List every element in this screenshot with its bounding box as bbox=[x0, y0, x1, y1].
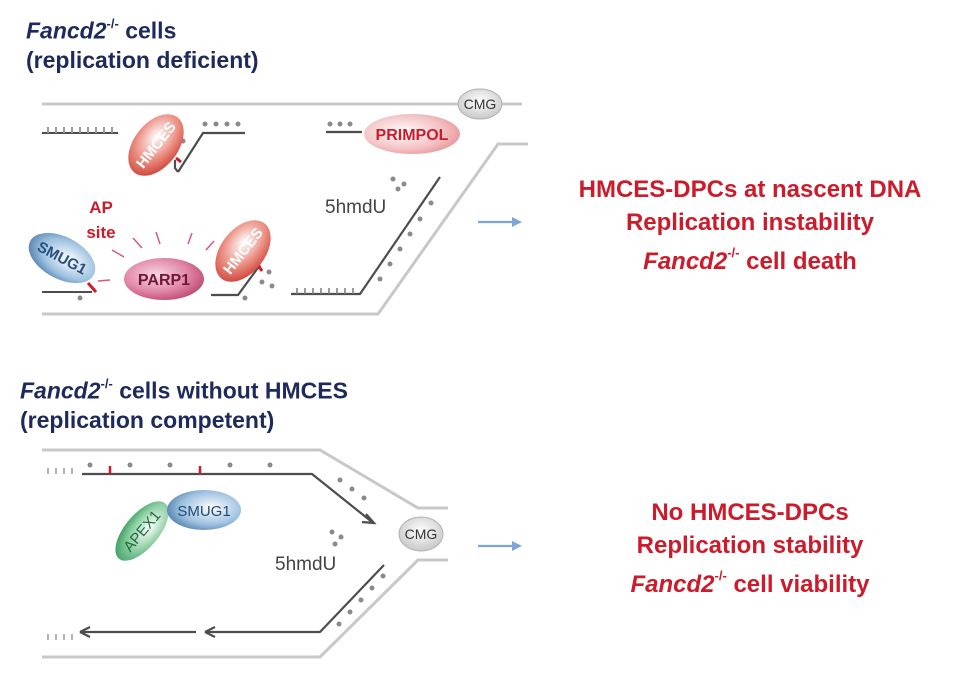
bottom-result-arrow bbox=[478, 541, 522, 551]
cmg-label-top: CMG bbox=[464, 96, 497, 112]
top-result-arrow bbox=[478, 217, 522, 227]
bottom-title-gene: Fancd2 bbox=[20, 377, 101, 404]
primpol-protein bbox=[364, 114, 460, 154]
top-5hmdu-dots bbox=[77, 121, 434, 301]
top-panel: CMG PRIMPOL HMCES HMCES SMUG1 PARP1 AP s… bbox=[28, 88, 528, 316]
top-title-sup: -/- bbox=[106, 16, 119, 31]
top-parental-strand-lower bbox=[42, 142, 528, 316]
bottom-result-text: No HMCES-DPCs Replication stability Fanc… bbox=[540, 496, 960, 601]
top-title-rest: cells bbox=[118, 17, 177, 44]
top-result-rest: cell death bbox=[739, 248, 857, 275]
5hmdu-label-top: 5hmdU bbox=[325, 197, 386, 218]
hmces-protein-2 bbox=[215, 220, 271, 282]
ap-site-mark-2 bbox=[175, 156, 182, 164]
bottom-result-line3: Fancd2-/- cell viability bbox=[540, 562, 960, 601]
bottom-title-rest: cells without HMCES bbox=[112, 377, 348, 404]
bottom-result-rest: cell viability bbox=[726, 571, 870, 598]
cmg-helicase-top bbox=[457, 88, 503, 120]
top-result-line3: Fancd2-/- cell death bbox=[540, 239, 960, 278]
primpol-label: PRIMPOL bbox=[376, 127, 449, 144]
smug1-label-bottom: SMUG1 bbox=[177, 503, 230, 520]
bottom-result-gene: Fancd2 bbox=[630, 571, 715, 598]
ap-site-mark-1 bbox=[86, 282, 98, 293]
top-result-text: HMCES-DPCs at nascent DNA Replication in… bbox=[540, 173, 960, 278]
bottom-parental-strand-lower bbox=[42, 558, 448, 659]
bottom-title-sup: -/- bbox=[100, 376, 113, 391]
top-title-gene: Fancd2 bbox=[26, 17, 107, 44]
top-result-line1: HMCES-DPCs at nascent DNA bbox=[578, 176, 922, 203]
bottom-result-sup: -/- bbox=[714, 568, 727, 583]
top-nascent-lagging bbox=[291, 176, 441, 296]
ap-label: AP bbox=[89, 198, 113, 217]
bottom-nascent-lagging bbox=[47, 564, 385, 640]
smug1-protein-bottom bbox=[167, 490, 241, 530]
top-nascent-fragment-4 bbox=[211, 264, 261, 297]
top-result-gene: Fancd2 bbox=[643, 248, 728, 275]
smug1-protein-top bbox=[28, 232, 96, 284]
bottom-parental-strand-upper bbox=[42, 448, 448, 510]
site-label: site bbox=[86, 223, 115, 242]
bottom-panel-title: Fancd2-/- cells without HMCES (replicati… bbox=[20, 371, 348, 435]
cmg-label-bottom: CMG bbox=[405, 526, 438, 542]
hmces-protein-1 bbox=[128, 114, 184, 176]
top-result-line2: Replication instability bbox=[625, 209, 875, 236]
bottom-nascent-leading bbox=[47, 468, 377, 525]
parp1-protein bbox=[124, 258, 204, 300]
cmg-helicase-bottom bbox=[398, 516, 444, 552]
top-panel-title: Fancd2-/- cells (replication deficient) bbox=[26, 11, 259, 75]
bottom-panel-subtitle: (replication competent) bbox=[20, 406, 275, 433]
top-result-sup: -/- bbox=[727, 245, 740, 260]
parp1-rays bbox=[97, 231, 215, 282]
top-panel-subtitle: (replication deficient) bbox=[26, 46, 259, 73]
5hmdu-label-bottom: 5hmdU bbox=[275, 554, 336, 575]
parp1-label: PARP1 bbox=[138, 272, 190, 289]
bottom-panel: CMG APEX1 SMUG1 5hmdU bbox=[42, 448, 522, 659]
bottom-result-line1: No HMCES-DPCs bbox=[651, 499, 849, 526]
top-nascent-fragment-2 bbox=[173, 131, 245, 173]
apex1-protein bbox=[115, 501, 169, 561]
top-nascent-fragment-1 bbox=[42, 127, 118, 134]
bottom-result-line2: Replication stability bbox=[636, 532, 864, 559]
bottom-5hmdu-dots bbox=[87, 462, 386, 627]
